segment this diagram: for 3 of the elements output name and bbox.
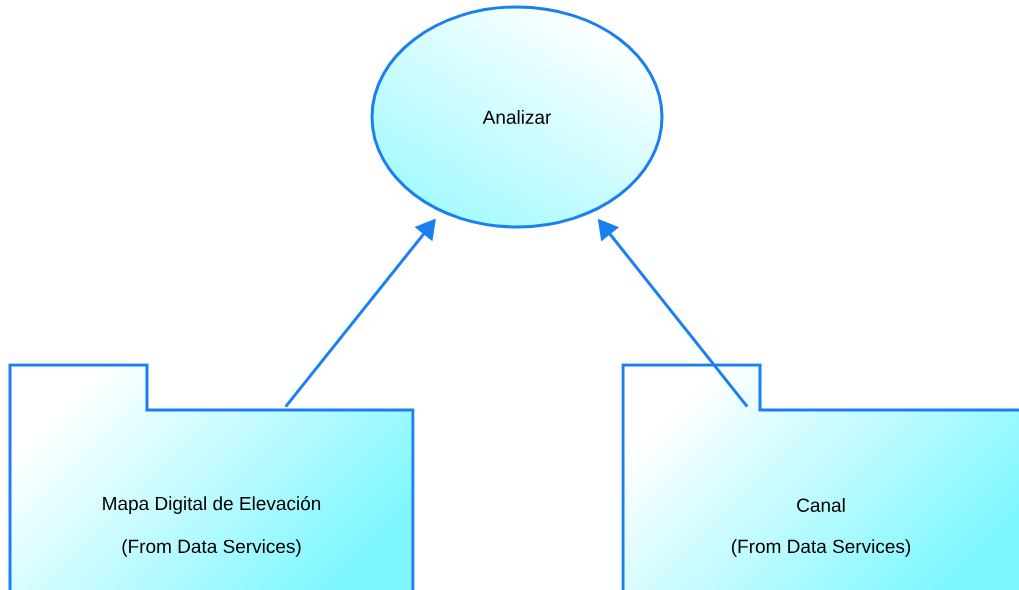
folder-node: Mapa Digital de Elevación (From Data Services) (8, 363, 415, 590)
folder-node: Canal (From Data Services) (621, 363, 1019, 590)
ellipse-node: Analizar (370, 5, 664, 229)
